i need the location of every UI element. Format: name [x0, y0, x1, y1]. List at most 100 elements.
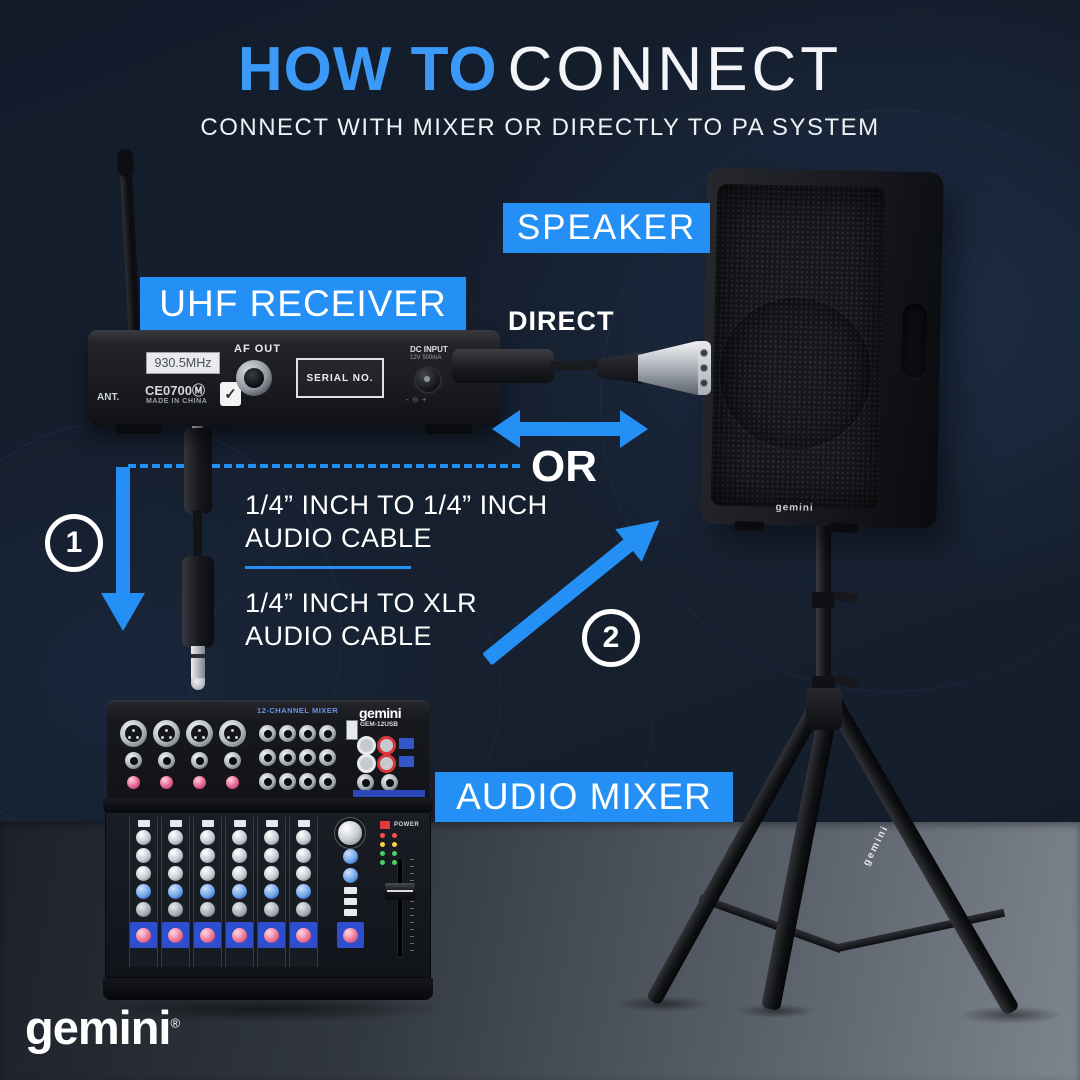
stand-foot-shadow: [616, 996, 711, 1012]
meter-led: [392, 842, 397, 847]
channel-jack: [319, 773, 336, 790]
panel-accent-strip: [353, 790, 425, 797]
stand-foot-shadow: [736, 1004, 816, 1018]
or-label: OR: [531, 442, 597, 491]
quarter-inch-plug: [452, 349, 554, 383]
panel-switch: [343, 909, 357, 916]
mixer-type-label: 12-CHANNEL MIXER: [257, 706, 339, 715]
cable-jack-tip: [191, 646, 205, 680]
gain-knob: [160, 776, 173, 789]
channel-strip: [289, 817, 318, 967]
eq-knob: [296, 866, 311, 881]
level-knob: [136, 927, 151, 943]
level-knob: [296, 927, 311, 943]
pad-switch: [201, 820, 214, 827]
receiver-foot: [116, 424, 162, 434]
pan-knob: [200, 902, 215, 917]
fader-scale: [410, 859, 414, 957]
cable-option-2-line2: AUDIO CABLE: [245, 621, 433, 651]
stand-hub: [806, 688, 842, 730]
power-led: [380, 821, 390, 829]
pad-switch: [137, 820, 150, 827]
jack-tip-ring: [191, 654, 205, 658]
pad-switch: [297, 820, 310, 827]
eq-knob: [264, 848, 279, 863]
pan-knob: [232, 902, 247, 917]
eq-knob: [296, 848, 311, 863]
rca-jack-white: [357, 736, 376, 755]
main-fader-slot: [398, 859, 402, 957]
mixer-base: [103, 978, 433, 1000]
eq-knob: [232, 830, 247, 845]
cable-plug-upper: [184, 428, 212, 514]
mixer-brand-label: gemini: [359, 705, 402, 721]
af-out-label: AF OUT: [234, 343, 281, 355]
page-subtitle: CONNECT WITH MIXER OR DIRECTLY TO PA SYS…: [200, 114, 880, 141]
cable-option-1-line2: AUDIO CABLE: [245, 523, 433, 553]
eq-knob: [232, 866, 247, 881]
level-knob: [264, 927, 279, 943]
speaker-callout: SPEAKER: [503, 203, 710, 253]
stand-pole: [816, 522, 831, 704]
fx-knob: [296, 884, 311, 899]
channel-strip: [129, 817, 158, 967]
channel-jack: [259, 773, 276, 790]
title-rest: CONNECT: [507, 35, 843, 104]
registered-mark: ®: [170, 1015, 180, 1031]
gemini-logo: gemini®: [25, 1000, 180, 1055]
dc-input-jack: [414, 366, 442, 394]
level-box: [162, 922, 189, 948]
channel-jack: [259, 749, 276, 766]
speaker-foot: [734, 521, 765, 531]
frequency-label: 930.5MHz: [146, 352, 220, 374]
main-fader-cap: [385, 883, 415, 900]
level-box: [290, 922, 317, 948]
speaker-foot: [828, 523, 859, 533]
uhf-receiver-callout: UHF RECEIVER: [140, 277, 466, 330]
speaker-grille: [710, 183, 886, 510]
eq-knob: [296, 830, 311, 845]
eq-knob: [200, 830, 215, 845]
gain-knob: [193, 776, 206, 789]
level-box: [258, 922, 285, 948]
pan-knob: [168, 902, 183, 917]
mixer-model-label: GEM-12USB: [360, 721, 398, 728]
line-input-jack: [158, 752, 175, 769]
check-icon: ✓: [220, 382, 241, 406]
logo-text: gemini: [25, 1001, 171, 1054]
gain-knob: [226, 776, 239, 789]
eq-knob: [200, 848, 215, 863]
audio-mixer-callout: AUDIO MIXER: [435, 772, 733, 822]
panel-switch: [343, 898, 357, 905]
meter-led: [392, 851, 397, 856]
eq-knob: [264, 866, 279, 881]
cable-plug-lower: [182, 556, 214, 648]
line-input-jack: [191, 752, 208, 769]
line-input-jack: [125, 752, 142, 769]
level-box: [336, 922, 364, 948]
jack-tip-end: [191, 678, 205, 690]
made-in-label: MADE IN CHINA: [146, 398, 208, 405]
channel-jack: [299, 773, 316, 790]
level-knob: [168, 927, 183, 943]
dc-input-label: DC INPUT: [410, 345, 448, 354]
meter-led: [380, 851, 385, 856]
pan-knob: [136, 902, 151, 917]
arrow-left-head: [492, 410, 520, 448]
panel-chip: [399, 756, 414, 767]
channel-jack: [299, 749, 316, 766]
title-accent: HOW TO: [237, 35, 498, 104]
meter-led: [380, 833, 385, 838]
level-box: [194, 922, 221, 948]
mixer-edge-ridge: [103, 798, 433, 812]
channel-strip: [225, 817, 254, 967]
rca-jack-red: [377, 736, 396, 755]
fx-knob: [168, 884, 183, 899]
pan-knob: [296, 902, 311, 917]
meter-led: [392, 833, 397, 838]
mixer-back-panel: 12-CHANNEL MIXER gemini GEM-12USB: [107, 700, 429, 800]
xlr-input: [219, 720, 246, 747]
panel-chip: [399, 738, 414, 749]
fx-knob: [136, 884, 151, 899]
